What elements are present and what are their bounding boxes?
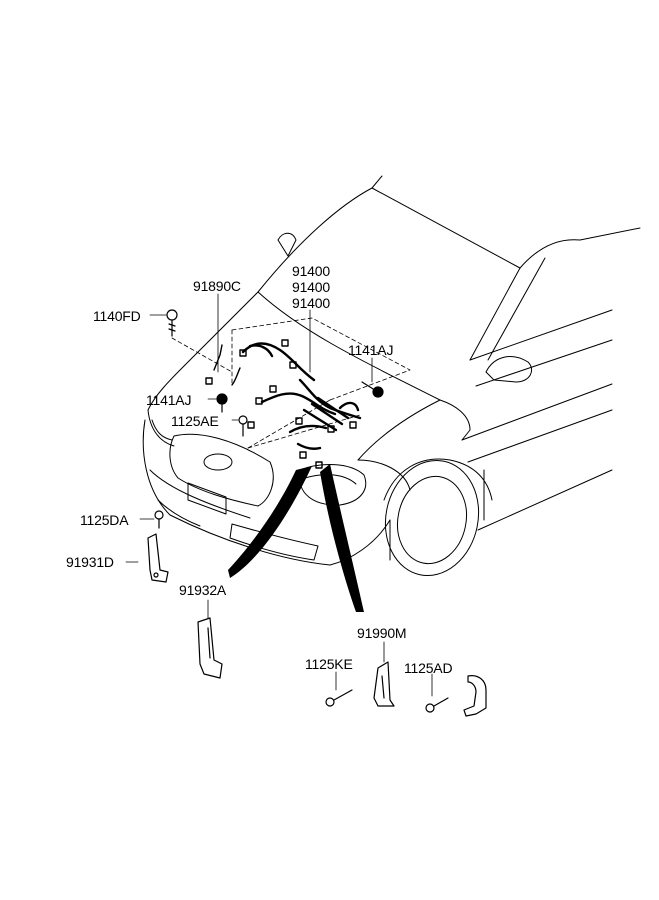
bolt-1141AJ-right [361,381,384,398]
label-91931D: 91931D [66,554,114,570]
bracket-91931D [147,533,169,583]
bolt-1125DA [154,510,164,529]
harness-connectors [205,339,357,469]
label-1125KE: 1125KE [305,656,353,672]
label-1141AJ-right: 1141AJ [348,342,394,358]
label-91990M: 91990M [357,625,407,641]
bolt-1140FD [166,309,178,337]
car-body-outline [142,175,641,577]
label-91890C: 91890C [193,278,241,294]
label-91400-a: 91400 [292,263,330,279]
wiring-harness [241,342,362,450]
callout-arrows [228,464,364,612]
label-91932A: 91932A [179,582,227,598]
bracket-91990M [373,661,395,707]
bolt-1125KE [325,689,353,707]
label-91400-b: 91400 [292,279,330,295]
label-1140FD: 1140FD [93,308,141,324]
harness-dashed-outline [171,317,411,449]
bracket-91932A [197,617,223,679]
label-1125DA: 1125DA [80,512,129,528]
bracket-1125AD [463,675,487,717]
label-1125AE: 1125AE [171,413,219,429]
leader-lines [125,293,433,697]
label-1141AJ-left: 1141AJ [146,392,192,408]
bolt-1125AD [425,697,449,713]
label-91400-c: 91400 [292,295,330,311]
bolt-1125AE [238,415,248,437]
bolt-1141AJ-left [216,393,228,413]
label-1125AD: 1125AD [404,660,453,676]
